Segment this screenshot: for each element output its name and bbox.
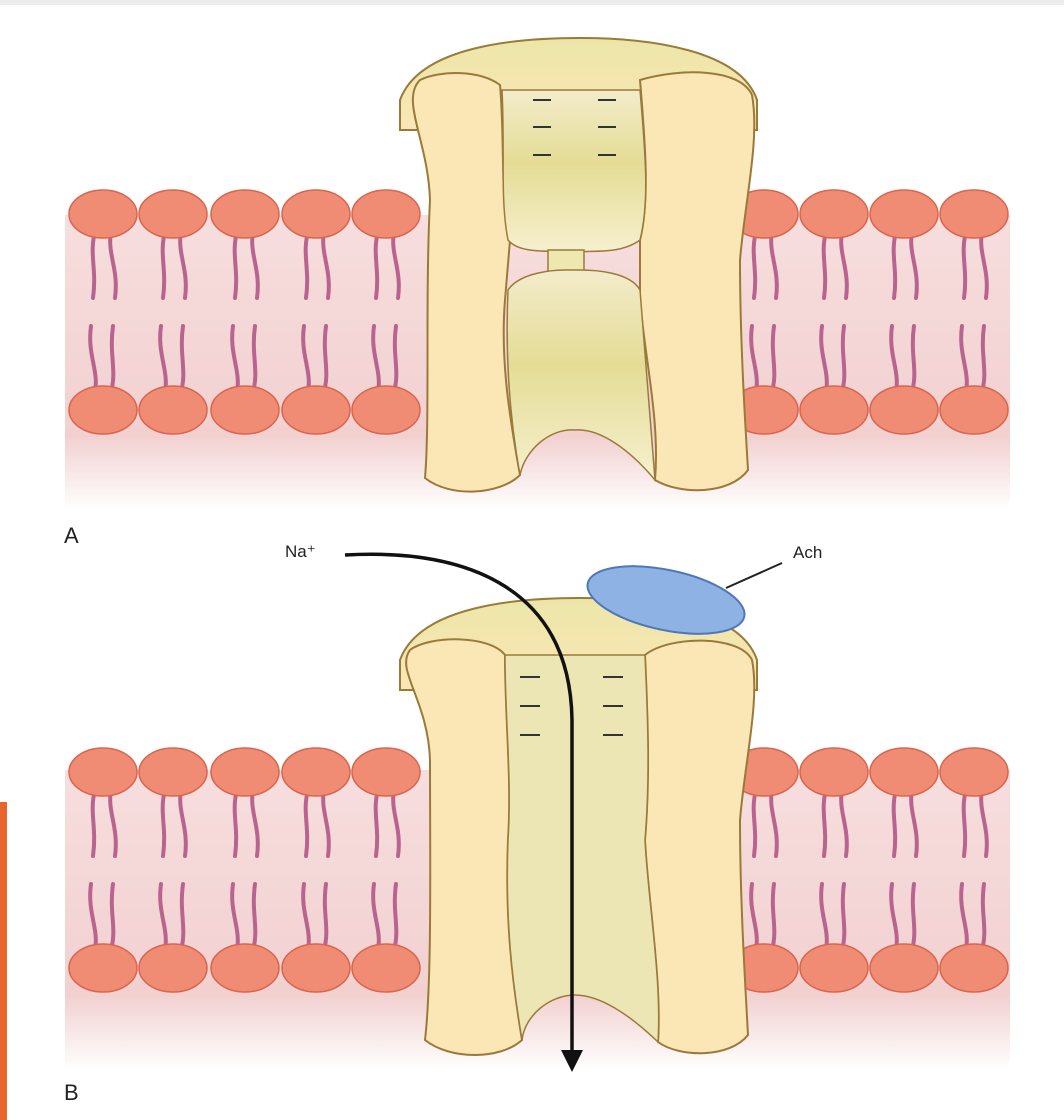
lipid-tail — [324, 884, 326, 950]
lipid-head — [352, 386, 420, 434]
na-ion-label: Na⁺ — [285, 542, 316, 562]
lipid-head — [282, 944, 350, 992]
lipid-tail — [772, 326, 774, 392]
lipid-head — [940, 748, 1008, 796]
pore-upper — [502, 90, 646, 252]
lipid-head — [211, 386, 279, 434]
lipid-tail — [394, 326, 396, 392]
channel-gate — [548, 250, 584, 272]
lipid-head — [211, 190, 279, 238]
lipid-head — [800, 386, 868, 434]
panel-label-a: A — [64, 523, 79, 549]
lipid-head — [69, 386, 137, 434]
lipid-tail — [235, 790, 237, 856]
lipid-tail — [824, 790, 826, 856]
lipid-head — [139, 748, 207, 796]
lipid-tail — [842, 884, 844, 950]
lipid-tail — [324, 326, 326, 392]
channel-subunit-right — [640, 72, 754, 490]
channel-protein-closed — [400, 38, 757, 492]
panel-a-closed-channel — [65, 38, 1010, 510]
lipid-head — [800, 748, 868, 796]
lipid-head — [870, 386, 938, 434]
lipid-tail — [982, 326, 984, 392]
ach-label: Ach — [793, 543, 822, 563]
panel-b-open-channel — [65, 554, 1010, 1072]
lipid-head — [940, 944, 1008, 992]
lipid-head — [211, 944, 279, 992]
channel-protein-open — [400, 598, 757, 1055]
lipid-head — [211, 748, 279, 796]
lipid-tail — [181, 884, 183, 950]
lipid-tail — [163, 232, 165, 298]
lipid-tail — [376, 232, 378, 298]
lipid-head — [800, 944, 868, 992]
lipid-tail — [894, 790, 896, 856]
lipid-head — [139, 190, 207, 238]
lipid-head — [352, 748, 420, 796]
lipid-head — [940, 386, 1008, 434]
lipid-tail — [912, 884, 914, 950]
pore-open — [505, 655, 659, 1042]
ach-callout-line — [726, 563, 782, 588]
lipid-head — [282, 748, 350, 796]
lipid-tail — [111, 884, 113, 950]
lipid-tail — [754, 790, 756, 856]
panel-label-b: B — [64, 1080, 79, 1106]
lipid-tail — [181, 326, 183, 392]
lipid-head — [282, 386, 350, 434]
lipid-head — [870, 748, 938, 796]
lipid-head — [352, 944, 420, 992]
lipid-tail — [111, 326, 113, 392]
lipid-head — [940, 190, 1008, 238]
lipid-tail — [894, 232, 896, 298]
lipid-head — [69, 944, 137, 992]
lipid-tail — [93, 790, 95, 856]
lipid-tail — [163, 790, 165, 856]
lipid-tail — [982, 884, 984, 950]
lipid-head — [352, 190, 420, 238]
lipid-head — [282, 190, 350, 238]
lipid-tail — [93, 232, 95, 298]
lipid-tail — [235, 232, 237, 298]
lipid-tail — [253, 326, 255, 392]
lipid-tail — [772, 884, 774, 950]
lipid-head — [139, 386, 207, 434]
channel-subunit-right — [645, 641, 754, 1054]
lipid-tail — [964, 790, 966, 856]
lipid-head — [800, 190, 868, 238]
lipid-tail — [964, 232, 966, 298]
lipid-tail — [842, 326, 844, 392]
lipid-tail — [253, 884, 255, 950]
lipid-tail — [754, 232, 756, 298]
lipid-tail — [306, 232, 308, 298]
lipid-tail — [912, 326, 914, 392]
lipid-tail — [306, 790, 308, 856]
lipid-head — [870, 190, 938, 238]
lipid-head — [870, 944, 938, 992]
lipid-head — [139, 944, 207, 992]
lipid-tail — [376, 790, 378, 856]
lipid-head — [69, 748, 137, 796]
lipid-tail — [824, 232, 826, 298]
lipid-head — [69, 190, 137, 238]
lipid-tail — [394, 884, 396, 950]
